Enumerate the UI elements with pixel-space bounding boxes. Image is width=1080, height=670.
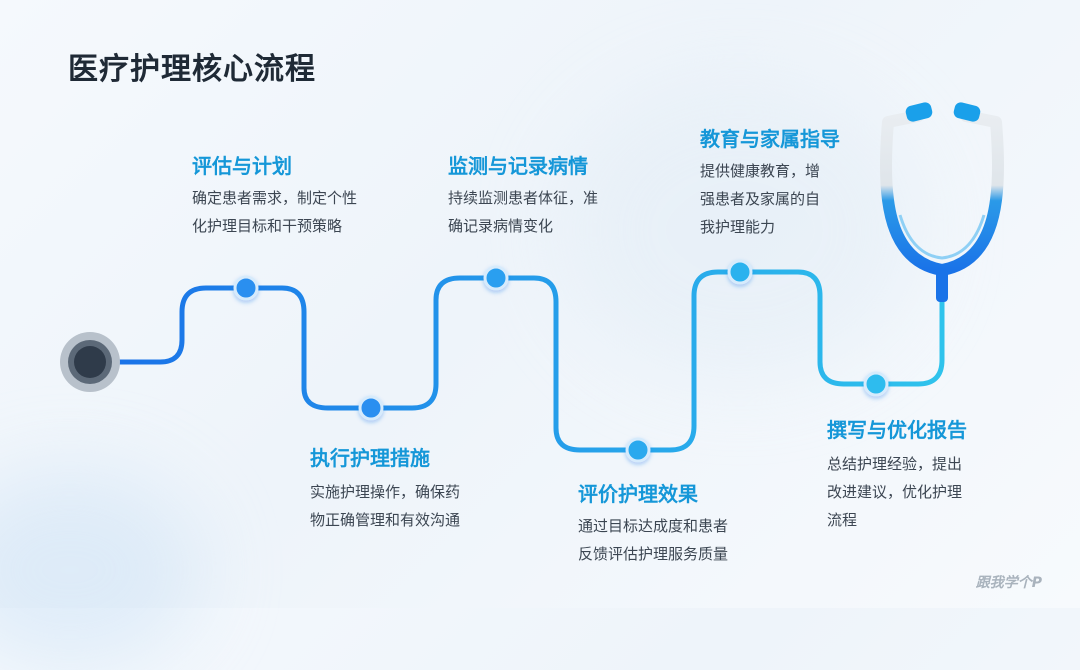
page-title: 医疗护理核心流程 xyxy=(68,52,316,87)
start-node-core xyxy=(74,346,106,378)
step-1-description: 确定患者需求，制定个性化护理目标和干预策略 xyxy=(192,189,358,235)
watermark: 跟我学个P xyxy=(975,575,1042,591)
step-4-title: 评价护理效果 xyxy=(578,482,698,506)
step-4-description: 通过目标达成度和患者反馈评估护理服务质量 xyxy=(578,517,729,563)
step-6-title: 撰写与优化报告 xyxy=(827,418,967,442)
step-markers xyxy=(233,259,889,463)
step-5-description: 提供健康教育，增强患者及家属的自我护理能力 xyxy=(700,162,821,236)
step-marker-1 xyxy=(233,275,259,301)
step-5-title: 教育与家属指导 xyxy=(700,127,840,151)
step-marker-2 xyxy=(358,395,384,421)
step-marker-6 xyxy=(863,371,889,397)
process-diagram xyxy=(60,102,1004,463)
stethoscope-icon xyxy=(880,102,1004,302)
step-marker-5 xyxy=(727,259,753,285)
process-path xyxy=(115,269,945,453)
step-marker-3 xyxy=(483,265,509,291)
step-2-description: 实施护理操作，确保药物正确管理和有效沟通 xyxy=(310,483,461,529)
step-6-description: 总结护理经验，提出改进建议，优化护理流程 xyxy=(827,455,963,529)
step-3-description: 持续监测患者体征，准确记录病情变化 xyxy=(448,189,599,235)
step-1-title: 评估与计划 xyxy=(192,154,292,178)
step-marker-4 xyxy=(625,437,651,463)
step-3-title: 监测与记录病情 xyxy=(448,154,588,178)
step-2-title: 执行护理措施 xyxy=(310,446,430,470)
